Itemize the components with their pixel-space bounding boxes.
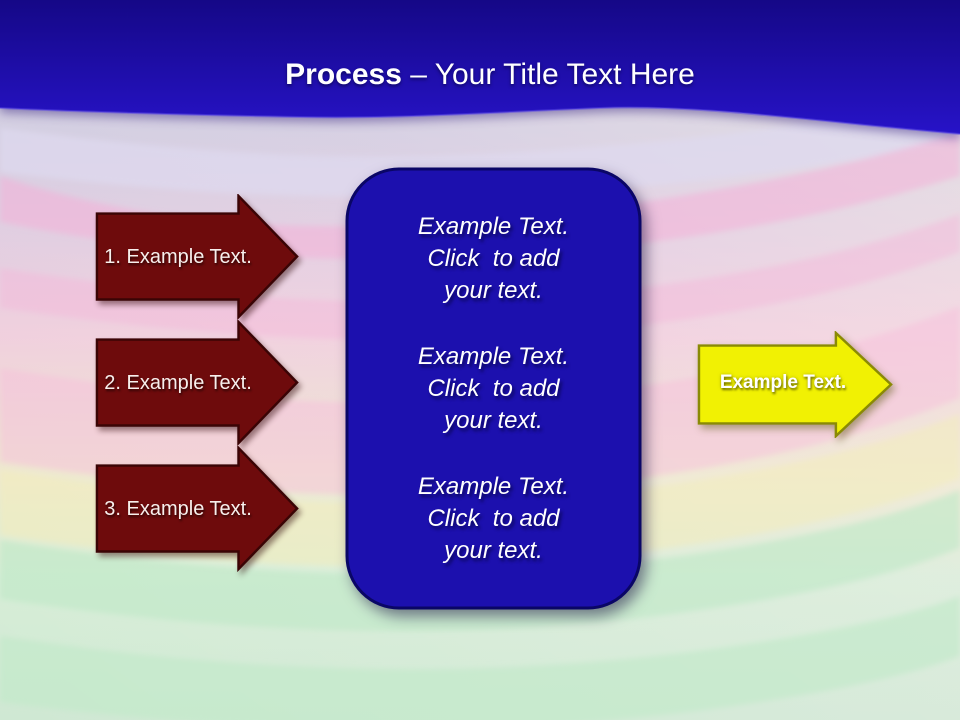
next-step-arrow[interactable]: Example Text. — [697, 331, 894, 438]
right-arrow-shape — [95, 320, 299, 447]
right-arrow-shape — [95, 446, 299, 573]
panel-text-block: Example Text. Click to add your text. Ex… — [345, 167, 642, 610]
panel-paragraph[interactable]: Example Text. Click to add your text. — [417, 342, 570, 434]
panel-paragraph[interactable]: Example Text. Click to add your text. — [417, 472, 570, 564]
step-arrow-3[interactable]: 3. Example Text. — [95, 446, 300, 573]
text-panel[interactable]: Example Text. Click to add your text. Ex… — [345, 167, 642, 610]
step-label: 3. Example Text. — [104, 498, 252, 520]
title-emphasis: Process — [285, 58, 402, 91]
right-arrow-shape — [697, 331, 893, 438]
panel-paragraph[interactable]: Example Text. Click to add your text. — [417, 212, 570, 304]
right-arrow-shape — [95, 194, 299, 321]
slide-title[interactable]: Process – Your Title Text Here — [0, 56, 960, 94]
step-label: 1. Example Text. — [104, 246, 252, 268]
step-arrow-2[interactable]: 2. Example Text. — [95, 320, 300, 447]
step-arrow-1[interactable]: 1. Example Text. — [95, 194, 300, 321]
rounded-panel-shape — [345, 167, 642, 610]
header-band — [0, 0, 960, 135]
title-rest: – Your Title Text Here — [401, 58, 695, 91]
next-arrow-label: Example Text. — [719, 372, 847, 393]
step-label: 2. Example Text. — [104, 372, 252, 394]
